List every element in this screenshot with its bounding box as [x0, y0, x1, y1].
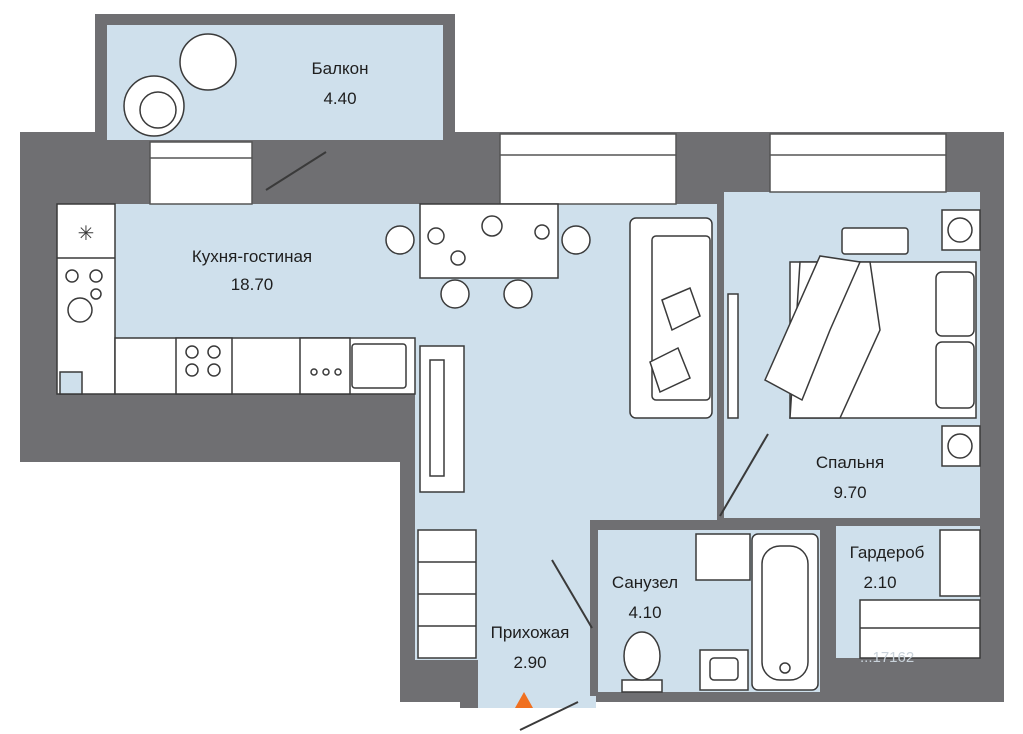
kitchen-furniture: ✳: [56, 203, 416, 395]
room-labels: Балкон 4.40 Кухня-гостиная 18.70 Спальня…: [192, 59, 925, 672]
kitchen-sink: [351, 343, 407, 389]
bathroom-area: 4.10: [628, 603, 661, 622]
snowflake-icon: ✳: [78, 221, 95, 245]
bedroom-name: Спальня: [816, 453, 884, 472]
tv-unit: [419, 293, 739, 493]
kitchen-living-name: Кухня-гостиная: [192, 247, 312, 266]
dining-table: [385, 203, 591, 309]
balcony-name: Балкон: [311, 59, 368, 78]
sofa: [629, 217, 713, 419]
hallway-area: 2.90: [513, 653, 546, 672]
balcony-area: 4.40: [323, 89, 356, 108]
windows: [149, 133, 947, 205]
toilet: [621, 679, 663, 693]
bathroom-fixtures: [621, 533, 819, 693]
stove: [175, 337, 233, 395]
balcony-furniture: [123, 33, 237, 137]
hallway-name: Прихожая: [491, 623, 570, 642]
round-table: [179, 33, 237, 91]
kitchen-living-area: 18.70: [231, 275, 274, 294]
hallway-storage: [417, 529, 477, 659]
wardrobe-area: 2.10: [863, 573, 896, 592]
entrance-arrow-icon: [515, 692, 533, 708]
watermark: ...17162: [860, 649, 914, 666]
rug: [841, 227, 909, 255]
bedroom-furniture: [841, 209, 981, 467]
doors: [265, 151, 769, 731]
bathroom-name: Санузел: [612, 573, 678, 592]
wardrobe-storage: [859, 529, 981, 659]
armchair: [123, 75, 185, 137]
wardrobe-name: Гардероб: [850, 543, 925, 562]
washbasin: [699, 649, 749, 691]
bedroom-area: 9.70: [833, 483, 866, 502]
bed: [764, 255, 977, 419]
